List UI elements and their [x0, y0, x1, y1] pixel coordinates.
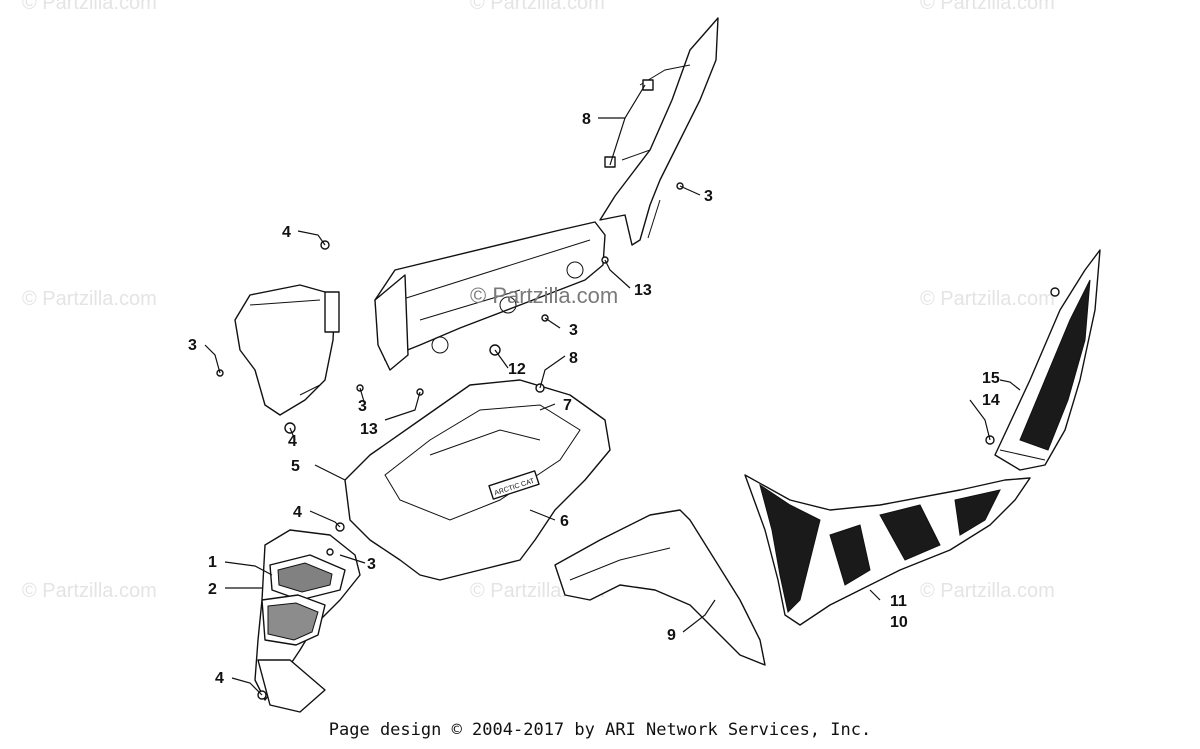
watermark: © Partzilla.com: [22, 580, 157, 602]
watermark: © Partzilla.com: [920, 0, 1055, 14]
page-footer: Page design © 2004-2017 by ARI Network S…: [328, 720, 872, 740]
fasteners: [216, 182, 1060, 700]
callout-labels: 8 3 4 13 3 3 8 12 3 7 13 4 5 4 6 1 3 2 9…: [188, 111, 1000, 687]
front-grille: [254, 529, 361, 713]
callout-2: 2: [208, 581, 217, 598]
callout-3: 3: [367, 556, 376, 573]
callout-6: 6: [560, 513, 569, 530]
callout-4: 4: [288, 433, 297, 450]
callout-4: 4: [293, 504, 302, 521]
left-shroud: [234, 284, 340, 416]
callout-13: 13: [360, 421, 378, 438]
callout-8: 8: [569, 350, 578, 367]
callout-11: 11: [890, 593, 907, 610]
callout-3: 3: [569, 322, 578, 339]
hood: ARCTIC CAT: [344, 379, 611, 581]
side-decal-panel: [744, 249, 1101, 626]
callout-1: 1: [208, 554, 217, 571]
watermark: © Partzilla.com: [920, 580, 1055, 602]
callout-4: 4: [282, 224, 291, 241]
watermark: © Partzilla.com: [22, 0, 157, 14]
right-front-fender: [554, 509, 766, 666]
watermark: © Partzilla.com: [22, 288, 157, 310]
callout-5: 5: [291, 458, 300, 475]
callout-7: 7: [563, 397, 572, 414]
dash-panel: [374, 221, 606, 371]
upper-side-panel: [599, 17, 719, 246]
leader-lines: [204, 84, 1021, 696]
callout-9: 9: [667, 627, 676, 644]
callout-4: 4: [215, 670, 224, 687]
watermark: © Partzilla.com: [920, 288, 1055, 310]
callout-8: 8: [582, 111, 591, 128]
callout-15: 15: [982, 370, 1000, 387]
watermark: © Partzilla.com: [470, 0, 605, 14]
callout-13: 13: [634, 282, 652, 299]
callout-3: 3: [704, 188, 713, 205]
center-watermark: © Partzilla.com: [470, 283, 619, 308]
callout-12: 12: [508, 361, 526, 378]
callout-3: 3: [358, 398, 367, 415]
callout-3: 3: [188, 337, 197, 354]
callout-10: 10: [890, 614, 908, 631]
callout-14: 14: [982, 392, 1000, 409]
